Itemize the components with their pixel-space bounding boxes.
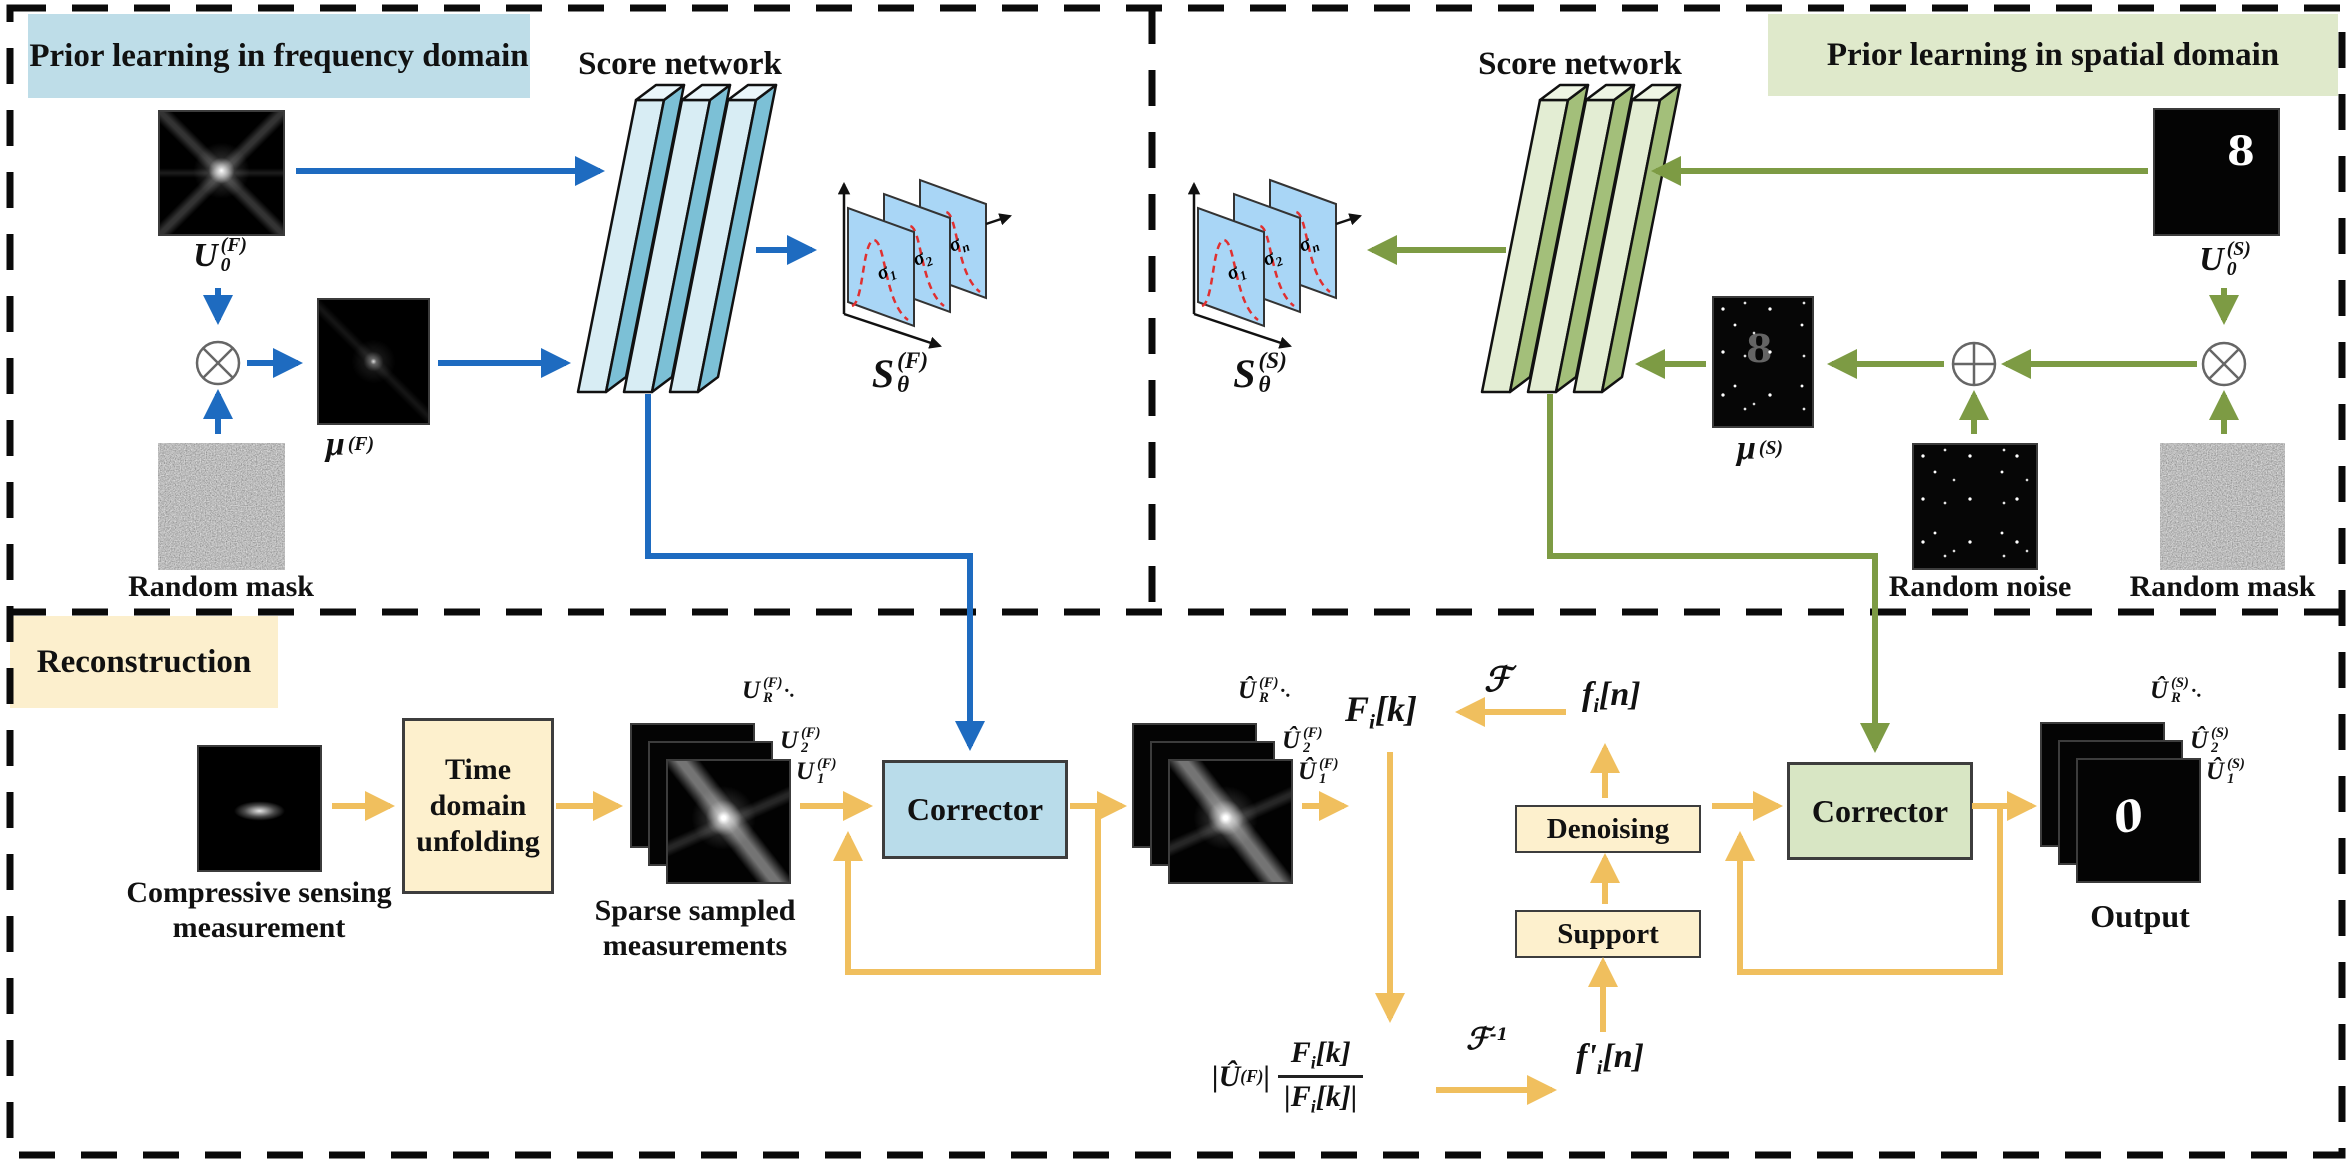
score-network-label-spatial: Score network: [1478, 46, 1682, 82]
u0f-label: U (F)0: [193, 234, 247, 276]
fpin-label: f'i[n]: [1576, 1038, 1645, 1080]
multiply-node-spatial: [2201, 341, 2247, 387]
output-stack-front: 0: [2076, 758, 2201, 883]
compressive-sensing-image: [197, 745, 322, 872]
s-theta-s-label: S (S)θ: [1233, 348, 1287, 398]
mu-s-image: 8: [1712, 296, 1814, 428]
mu-f-label: μ (F): [325, 426, 375, 463]
uhat-2-f-label: Û (F)2: [1282, 725, 1323, 756]
random-mask-frequency-label: Random mask: [128, 570, 314, 603]
fin-label: fi[n]: [1582, 676, 1641, 718]
frequency-header-text: Prior learning in frequency domain: [29, 37, 529, 74]
fik-label: Fi[k]: [1345, 689, 1417, 734]
corrector-spatial-box: Corrector: [1787, 762, 1973, 860]
spatial-header-text: Prior learning in spatial domain: [1826, 36, 2280, 73]
support-box: Support: [1515, 910, 1701, 958]
s-theta-f-label: S (F)θ: [871, 348, 929, 398]
random-mask-spatial-image: [2160, 443, 2285, 570]
random-mask-spatial-label: Random mask: [2129, 570, 2316, 603]
svg-text:σ1: σ1: [1224, 258, 1249, 288]
score-plot-frequency: σ1 σ2 σn: [844, 180, 1010, 346]
add-node-spatial: [1951, 341, 1997, 387]
random-noise-label: Random noise: [1888, 570, 2072, 603]
svg-text:σn: σn: [1296, 229, 1322, 259]
u1-f-label: U (F)1: [796, 756, 837, 787]
uhat-2-s-label: Û (S)2: [2190, 725, 2229, 756]
uhat-r-f-label: Û (F)R ..: [1238, 675, 1303, 706]
output-label: Output: [2090, 898, 2190, 934]
score-network-spatial-slabs: [1480, 83, 1682, 394]
uhat-stack-front: [1168, 759, 1293, 884]
uhat-r-s-label: Û (S)R ..: [2150, 675, 2213, 706]
corrector-frequency-box: Corrector: [882, 760, 1068, 859]
denoising-box: Denoising: [1515, 805, 1701, 853]
svg-text:σ1: σ1: [874, 258, 899, 288]
u0s-digit-glyph: 8: [2227, 128, 2255, 175]
random-noise-image: [1912, 443, 2038, 570]
frequency-domain-header: Prior learning in frequency domain: [28, 14, 530, 98]
reconstruction-header: Reconstruction: [10, 616, 278, 708]
svg-text:σn: σn: [946, 229, 972, 259]
u0s-label: U (S)0: [2199, 238, 2251, 280]
multiply-node-frequency: [195, 340, 241, 386]
output-digit-glyph: 0: [2108, 789, 2149, 844]
svg-text:σ2: σ2: [1260, 244, 1286, 274]
u0f-spectrum-image: [158, 110, 285, 236]
random-mask-frequency-image: [158, 443, 285, 570]
mu-f-image: [317, 298, 430, 425]
uhat-1-s-label: Û (S)1: [2206, 756, 2245, 787]
mu-s-label: μ (S): [1736, 430, 1783, 467]
uhat-1-f-label: Û (F)1: [1298, 756, 1339, 787]
score-plot-spatial: σ1 σ2 σn: [1194, 180, 1360, 346]
phase-equation: |Û(F)| Fi[k] |Fi[k]|: [1212, 1036, 1364, 1118]
score-network-frequency-slabs: [576, 83, 778, 394]
u0s-digit-image: 8: [2153, 108, 2280, 236]
sparse-stack-front: [666, 759, 791, 884]
u2-f-label: U (F)2: [780, 725, 821, 756]
spatial-domain-header: Prior learning in spatial domain: [1768, 14, 2338, 96]
mu-s-faint-digit: 8: [1746, 326, 1773, 371]
ur-f-label: U (F)R ..: [742, 675, 807, 706]
fourier-inverse-label: ℱ-1: [1466, 1022, 1508, 1057]
reconstruction-header-text: Reconstruction: [36, 643, 252, 680]
fourier-transform-label: ℱ: [1484, 660, 1511, 700]
score-network-label-frequency: Score network: [578, 46, 782, 82]
svg-text:σ2: σ2: [910, 244, 936, 274]
